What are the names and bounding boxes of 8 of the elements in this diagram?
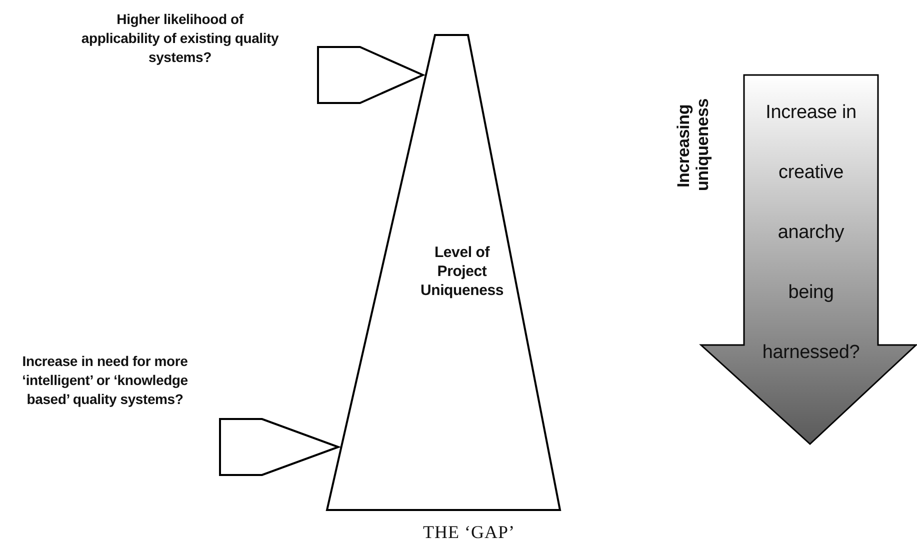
caption-text: THE ‘GAP’ — [422, 523, 516, 542]
block-arrow — [317, 46, 426, 104]
annotation-text: Higher likelihood of applicability of existing quality systems? — [80, 10, 280, 67]
block-arrow — [219, 418, 342, 476]
shape-label: Level of Project Uniqueness — [419, 243, 505, 300]
axis-label: Increasing uniqueness — [674, 101, 712, 191]
annotation-text: Increase in need for more ‘intelligent’ or ‘knowledge based’ quality systems? — [21, 352, 189, 409]
arrow-text: Increase in creative anarchy being harnessed? — [761, 101, 861, 365]
